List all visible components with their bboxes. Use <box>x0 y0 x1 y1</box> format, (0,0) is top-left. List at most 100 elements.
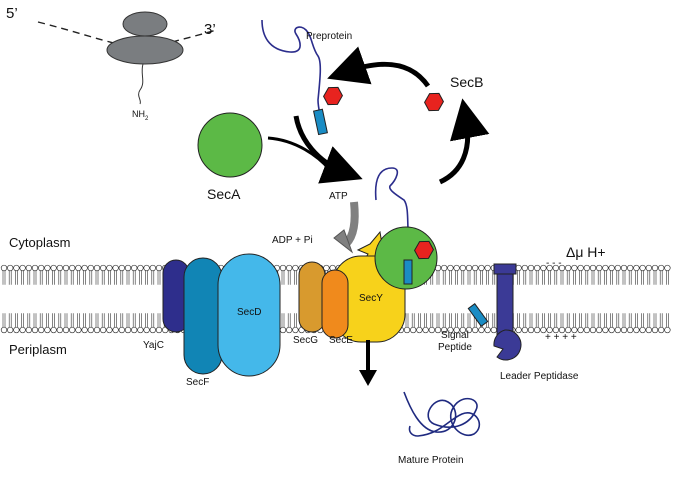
lipid-head <box>484 326 491 334</box>
lipid-head <box>453 264 460 272</box>
lipid-head <box>93 264 101 272</box>
lipid-head <box>143 326 150 334</box>
lipid-head <box>490 326 497 334</box>
lipid-head <box>459 264 466 272</box>
lipid-head <box>565 326 572 334</box>
signal-peptide-top <box>312 108 328 136</box>
lipid-head <box>633 326 640 334</box>
lipid-head <box>614 326 621 334</box>
lipid-head <box>540 326 547 334</box>
lipid-head <box>664 326 671 334</box>
lipid-head <box>31 326 39 334</box>
lipid-head <box>596 326 603 334</box>
seca-free-circle <box>197 112 263 178</box>
nh2-label: NH2 <box>132 110 148 122</box>
mature-protein-chain <box>403 391 480 437</box>
lipid-head <box>583 264 590 272</box>
leader-peptidase-cap <box>493 263 517 275</box>
lipid-head <box>118 326 125 334</box>
lipid-head <box>7 326 14 334</box>
lipid-head <box>608 326 615 334</box>
periplasm-label: Periplasm <box>9 342 67 357</box>
nh-text: NH <box>132 109 145 119</box>
lipid-head <box>540 264 547 272</box>
signal-peptide-bound <box>403 259 413 285</box>
lipid-head <box>515 264 522 272</box>
lipid-head <box>521 326 528 334</box>
secg-subunit <box>298 261 326 333</box>
lipid-head <box>484 264 491 272</box>
lipid-head <box>645 264 652 272</box>
preprotein-chain <box>261 19 323 129</box>
lipid-head <box>112 326 119 334</box>
lipid-head <box>69 326 76 334</box>
mature-protein-label: Mature Protein <box>398 455 464 466</box>
lipid-head <box>627 326 634 334</box>
lipid-head <box>602 326 609 334</box>
lipid-head <box>558 264 566 272</box>
lipid-head <box>81 264 88 272</box>
sece-subunit <box>321 269 349 339</box>
lipid-head <box>25 326 32 334</box>
sece-label: SecE <box>329 335 353 346</box>
lipid-head <box>149 264 156 272</box>
lipid-head <box>279 264 287 272</box>
lipid-head <box>478 326 485 334</box>
lipid-head <box>292 326 299 334</box>
lipid-head <box>608 264 615 272</box>
adp-pi-label: ADP + Pi <box>272 235 313 246</box>
lipid-head <box>403 326 411 334</box>
atp-label: ATP <box>329 191 348 202</box>
ribosome-icon <box>106 11 184 105</box>
lipid-head <box>546 326 553 334</box>
lipid-head <box>620 326 628 334</box>
lipid-head <box>472 326 479 334</box>
lipid-head <box>422 326 429 334</box>
lipid-head <box>13 264 20 272</box>
translocation-arrow-head <box>359 370 377 386</box>
lipid-head <box>100 326 107 334</box>
lipid-head <box>19 264 26 272</box>
secb-hexagon-right <box>424 92 444 112</box>
lipid-head <box>292 264 299 272</box>
lipid-head <box>571 326 578 334</box>
lipid-head <box>44 326 51 334</box>
lipid-head <box>75 264 82 272</box>
lipid-head <box>7 264 14 272</box>
lipid-head <box>465 264 473 272</box>
plus-signs-label: + + + + <box>545 332 577 343</box>
lipid-head <box>149 326 156 334</box>
lipid-head <box>658 326 665 334</box>
lipid-head <box>50 326 57 334</box>
lipid-head <box>546 264 553 272</box>
lipid-head <box>38 264 45 272</box>
lipid-head <box>472 264 479 272</box>
signal-peptide-cleaved <box>467 303 489 327</box>
lipid-head <box>434 326 442 334</box>
lipid-head <box>62 264 70 272</box>
three-prime-label: 3’ <box>204 21 216 38</box>
lipid-head <box>62 326 70 334</box>
lipid-head <box>664 264 671 272</box>
secf-subunit <box>183 257 223 375</box>
lipid-head <box>69 264 76 272</box>
lipid-head <box>534 326 541 334</box>
lipid-head <box>56 264 63 272</box>
lipid-head <box>0 264 8 272</box>
yajc-label: YajC <box>143 340 164 351</box>
lipid-head <box>552 264 559 272</box>
signal-peptide-line2: Peptide <box>438 342 472 353</box>
lipid-head <box>577 326 584 334</box>
secd-subunit <box>217 253 281 377</box>
lipid-head <box>571 264 578 272</box>
lipid-head <box>19 326 26 334</box>
preprotein-label: Preprotein <box>306 31 353 42</box>
lipid-head <box>137 326 144 334</box>
lipid-head <box>323 264 330 272</box>
cycle-arrow-right <box>438 98 490 185</box>
lipid-head <box>645 326 652 334</box>
lipid-head <box>465 326 473 334</box>
lipid-head <box>633 264 640 272</box>
lipid-head <box>87 326 94 334</box>
